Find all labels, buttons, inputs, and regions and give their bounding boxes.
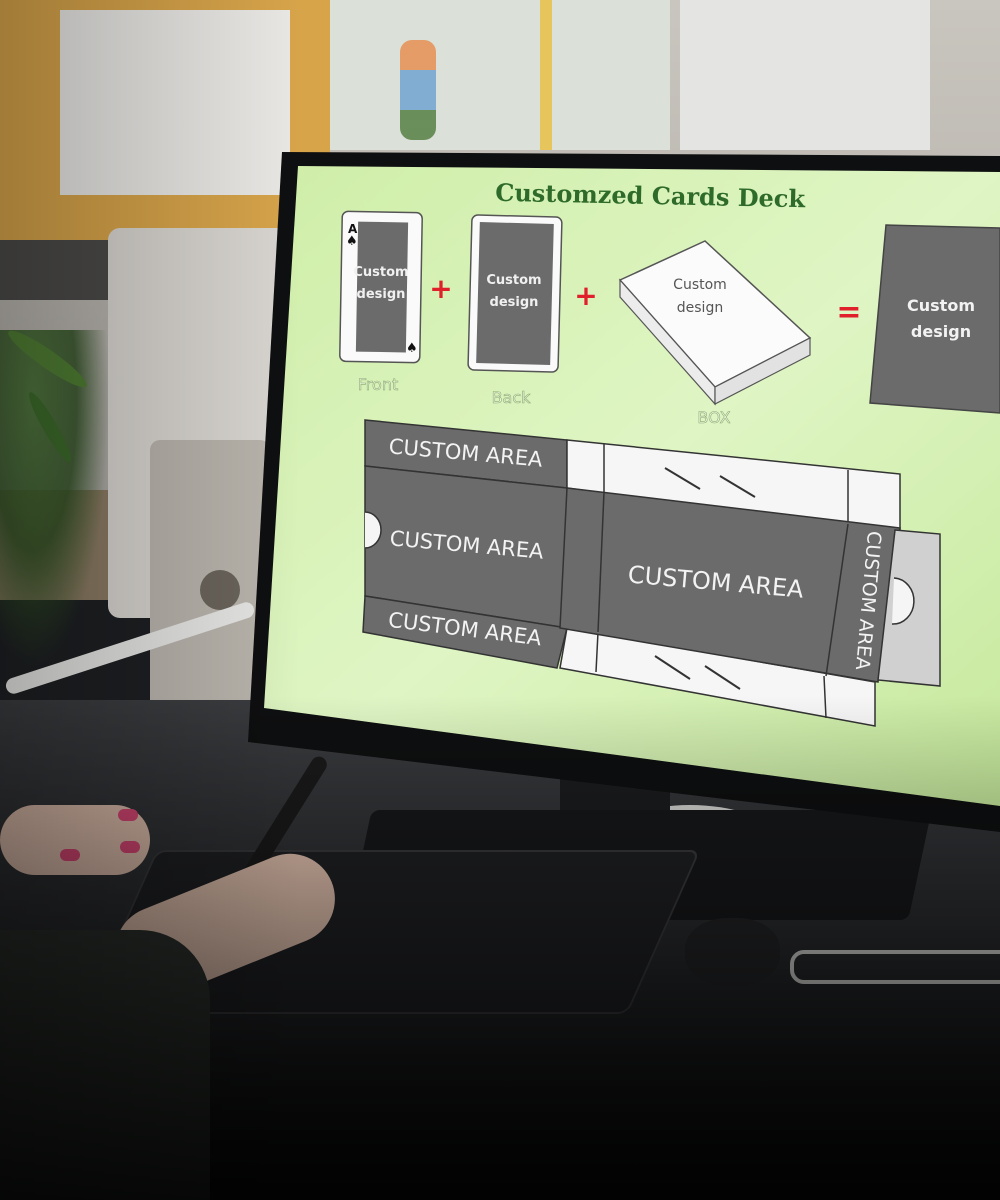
result-design-line1: Custom [907,296,975,315]
plus-operator: + [574,279,597,312]
nail [60,849,80,861]
front-design-line1: Custom [353,265,408,280]
sleeve [0,930,210,1200]
back-caption: Back [492,388,532,407]
plus-operator: + [429,272,452,305]
equals-operator: = [836,295,861,330]
result-design: Custom design [869,224,1000,414]
result-design-line2: design [911,322,971,341]
box-design-line2: design [677,300,723,316]
spade-icon: ♠ [406,341,418,356]
back-design-line2: design [490,295,539,310]
nail [120,841,140,853]
front-caption: Front [358,375,398,394]
left-hand [0,805,150,875]
box-design-line1: Custom [673,277,727,293]
nail [118,809,138,821]
back-design-line1: Custom [486,273,541,288]
spade-icon: ♠ [346,234,358,249]
front-design-line2: design [357,287,406,302]
box-caption: BOX [697,408,730,427]
